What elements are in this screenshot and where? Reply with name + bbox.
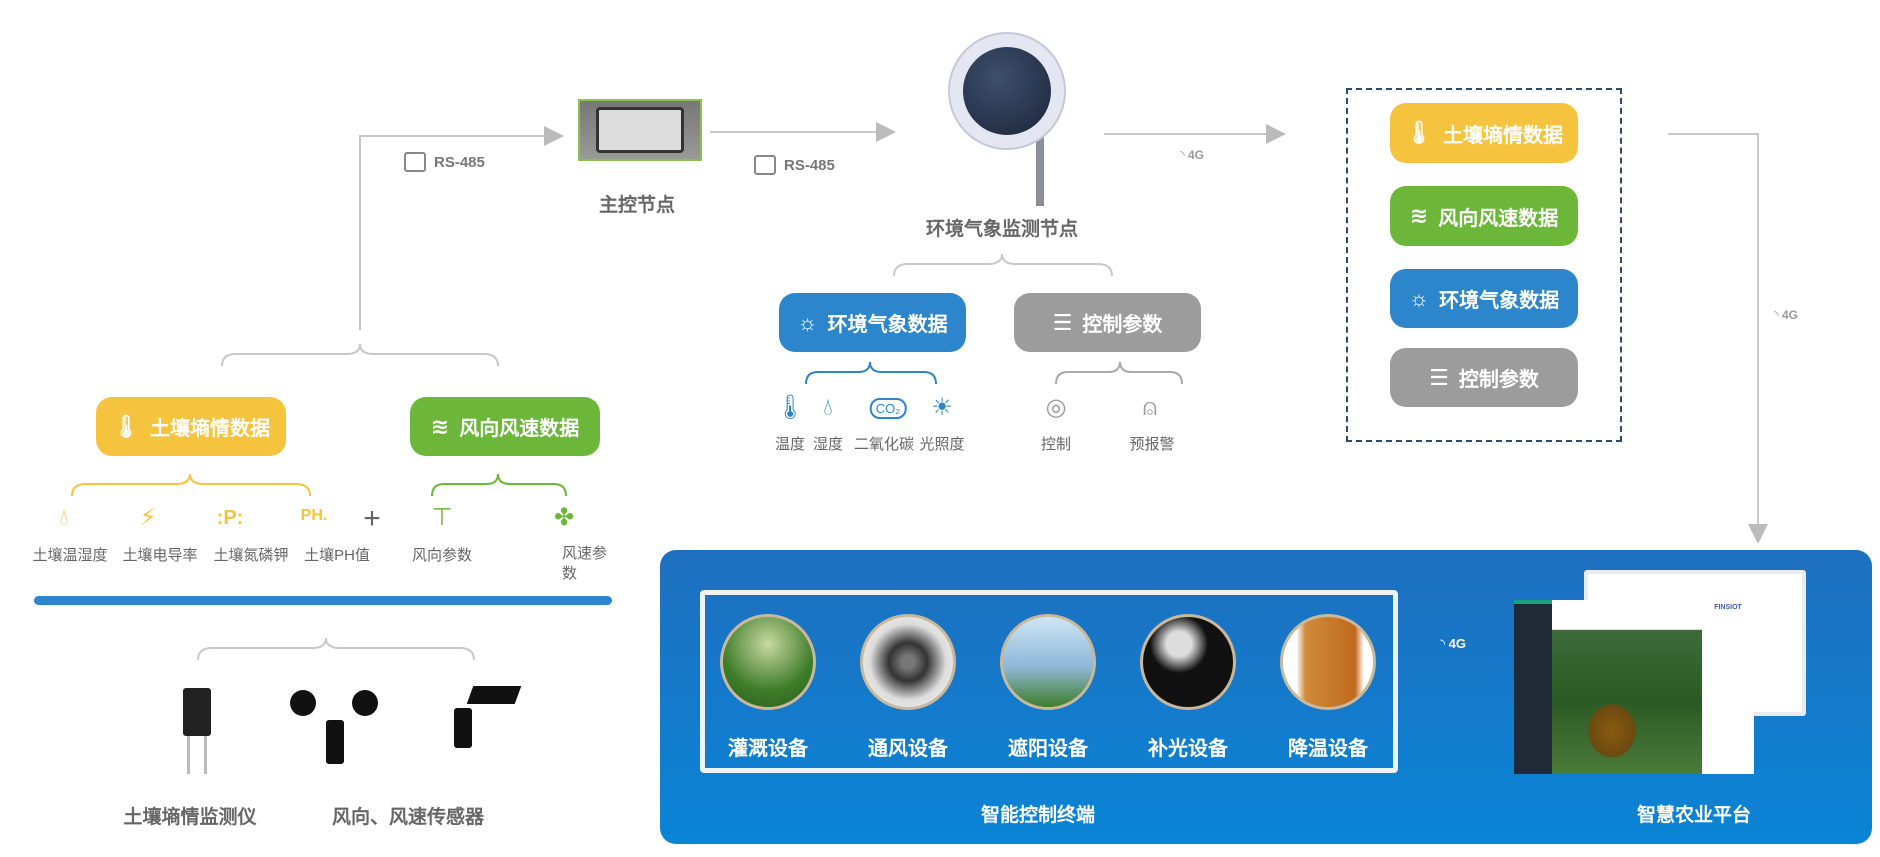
- summary-wind: ≋ 风向风速数据: [1390, 186, 1578, 246]
- item-label: 光照度: [919, 436, 965, 453]
- 4g-label-bottom: ◝ 4G: [1440, 636, 1466, 652]
- 4g-text: 4G: [1448, 636, 1467, 651]
- device-label: 补光设备: [1148, 738, 1228, 760]
- sun-icon: ☀︎: [931, 394, 953, 421]
- solar-icon: ☼: [797, 309, 818, 335]
- summary-label: 环境气象数据: [1439, 290, 1560, 312]
- summary-label: 风向风速数据: [1438, 207, 1559, 230]
- 4g-text: 4G: [1782, 308, 1799, 322]
- sliders-icon: ☰: [1429, 364, 1449, 390]
- platform-label: 智慧农业平台: [1636, 805, 1752, 826]
- device-label: 降温设备: [1288, 738, 1368, 760]
- item-label: 风向参数: [411, 547, 473, 564]
- fill-light-device-image: [1140, 614, 1236, 710]
- wind-data-label: 风向风速数据: [459, 418, 580, 440]
- item-label: 风速参数: [562, 545, 608, 582]
- summary-env: ☼ 环境气象数据: [1390, 269, 1578, 328]
- env-node-label: 环境气象监测节点: [925, 219, 1079, 240]
- npk-icon: :P:: [216, 507, 244, 529]
- summary-control: ☰ 控制参数: [1390, 348, 1578, 407]
- item-label: 控制: [1040, 436, 1072, 453]
- thermometer-icon: 🌡︎: [774, 394, 806, 421]
- signal-icon: ◝: [1440, 636, 1446, 651]
- signal-icon: ◝: [1180, 148, 1185, 162]
- control-box: ☰ 控制参数: [1014, 293, 1201, 352]
- item-label: 土壤电导率: [122, 547, 198, 564]
- device-label: 通风设备: [868, 738, 948, 760]
- platform-map: [1552, 630, 1702, 774]
- humidity-icon: 💧︎: [823, 394, 833, 421]
- fan-icon: ✤: [553, 504, 575, 531]
- soil-icon: 🌡︎: [1405, 120, 1433, 145]
- wind-data-box: ≋ 风向风速数据: [410, 397, 600, 456]
- soil-data-box: 🌡︎ 土壤墒情数据: [96, 397, 286, 456]
- 4g-label-right: ◝ 4G: [1774, 308, 1798, 322]
- item-label: 预报警: [1129, 436, 1175, 453]
- soil-data-label: 土壤墒情数据: [149, 418, 270, 440]
- soil-sensor-label: 土壤墒情监测仪: [123, 807, 257, 828]
- plus-sign: +: [363, 502, 381, 535]
- pole: [1036, 130, 1044, 206]
- rs485-text: RS-485: [784, 156, 835, 174]
- devices-frame: [700, 590, 1398, 773]
- soil-sensor-image: [183, 688, 211, 736]
- solar-panel-image: [948, 32, 1066, 150]
- divider-bar: [34, 596, 612, 605]
- item-label: 温度: [774, 436, 806, 453]
- conductivity-icon: ⚡︎: [139, 504, 157, 531]
- item-label: 土壤氮磷钾: [213, 547, 289, 564]
- ph-icon: PH.: [300, 507, 328, 524]
- shading-device-image: [1000, 614, 1096, 710]
- soil-moisture-icon: 💧︎: [59, 504, 69, 531]
- item-label: 湿度: [812, 436, 844, 453]
- item-label: 二氧化碳: [853, 436, 915, 453]
- platform-screenshot: FINSIOT: [1514, 600, 1754, 774]
- summary-label: 控制参数: [1458, 369, 1539, 391]
- summary-label: 土壤墒情数据: [1442, 124, 1563, 147]
- terminal-label: 智能控制终端: [980, 805, 1096, 826]
- anemometer-image: [290, 690, 380, 764]
- item-label: 土壤PH值: [304, 547, 370, 564]
- control-dial-icon: ◎: [1045, 394, 1067, 421]
- soil-sensor-probes: [187, 736, 207, 774]
- wind-vane-icon: ⊤: [431, 504, 453, 531]
- cooling-device-image: [1280, 614, 1376, 710]
- main-node-label: 主控节点: [598, 195, 676, 216]
- device-label: 灌溉设备: [728, 738, 808, 760]
- item-label: 土壤温湿度: [32, 547, 108, 564]
- wind-icon: ≋: [430, 413, 450, 439]
- rs485-label-mid: RS-485: [754, 155, 835, 175]
- env-data-label: 环境气象数据: [827, 314, 948, 336]
- control-label: 控制参数: [1082, 314, 1163, 336]
- device-label: 遮阳设备: [1008, 738, 1088, 760]
- irrigation-device-image: [720, 614, 816, 710]
- wind-sensor-label: 风向、风速传感器: [331, 807, 485, 828]
- summary-soil: 🌡︎ 土壤墒情数据: [1390, 103, 1578, 163]
- solar-icon: ☼: [1408, 285, 1430, 311]
- ventilation-device-image: [860, 614, 956, 710]
- summary-box: [1346, 88, 1622, 442]
- sliders-icon: ☰: [1052, 309, 1073, 335]
- platform-stats: [1552, 600, 1702, 630]
- ethernet-port-icon: [754, 155, 776, 175]
- wind-icon: ≋: [1409, 203, 1429, 228]
- ethernet-port-icon: [404, 152, 426, 172]
- 4g-text: 4G: [1188, 148, 1205, 162]
- alarm-icon: ⍝: [1142, 394, 1158, 421]
- 4g-label-top: ◝ 4G: [1180, 148, 1204, 162]
- platform-logo: FINSIOT: [1702, 600, 1754, 774]
- rs485-label-left: RS-485: [404, 152, 485, 172]
- wind-vane-image: [440, 686, 522, 766]
- platform-sidebar: [1514, 600, 1552, 774]
- main-node-image: [578, 99, 702, 161]
- signal-icon: ◝: [1774, 308, 1779, 322]
- env-data-box: ☼ 环境气象数据: [779, 293, 966, 352]
- rs485-text: RS-485: [434, 153, 485, 171]
- co2-icon: CO₂: [869, 398, 907, 419]
- soil-icon: 🌡︎: [112, 413, 140, 439]
